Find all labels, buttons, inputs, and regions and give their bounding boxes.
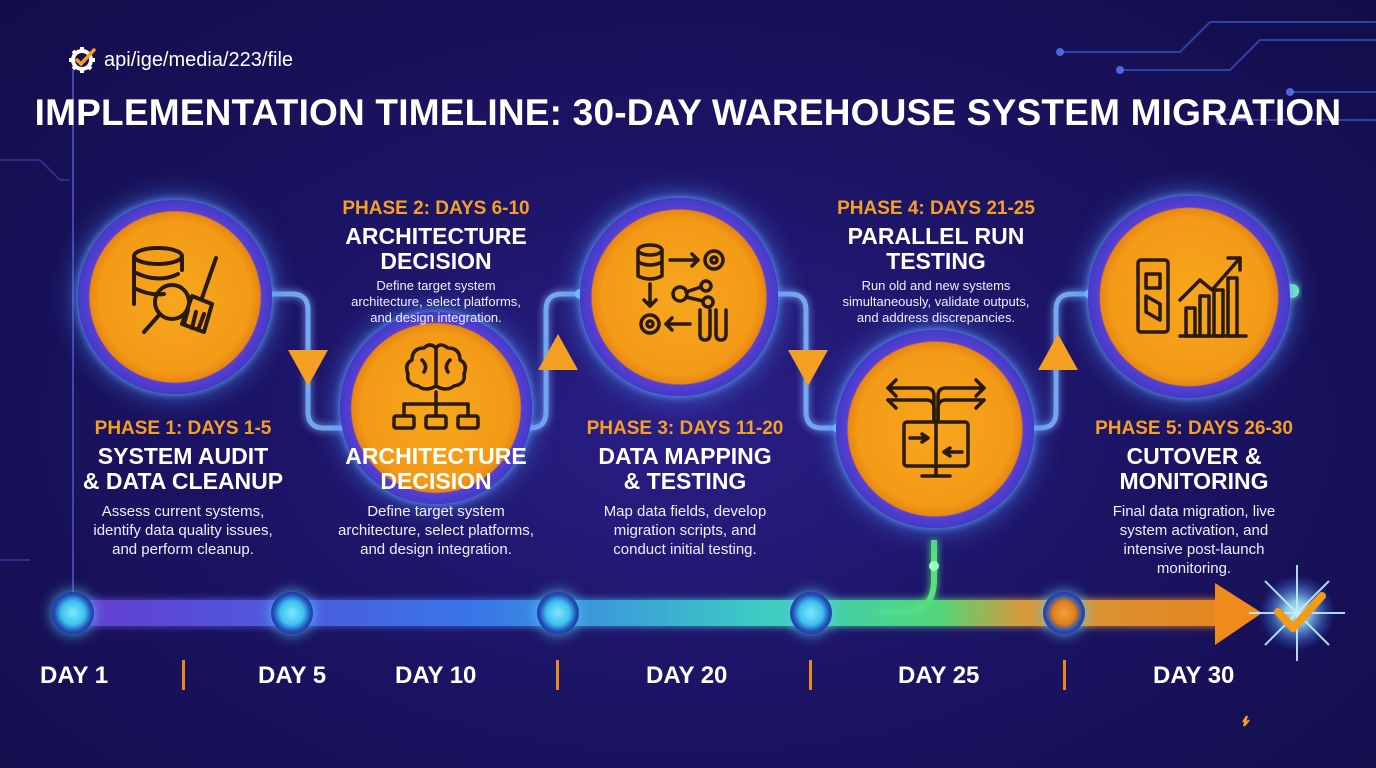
phase-2-desc: and design integration.: [370, 310, 502, 325]
database-search-broom-icon: [132, 246, 218, 334]
phase-5-desc: system activation, and: [1119, 522, 1269, 539]
phase-4-desc: simultaneously, validate outputs,: [842, 294, 1030, 309]
phase-5-desc: monitoring.: [1156, 560, 1232, 577]
day-separator: [556, 660, 559, 690]
phase-2-repeat-title-line2: DECISION: [380, 468, 492, 494]
phase-2-desc: Define target system: [376, 278, 496, 293]
phase-1-title-line1: SYSTEM AUDIT: [97, 443, 269, 469]
phase-2-repeat-text: ARCHITECTURE DECISION Define target syst…: [312, 444, 560, 559]
timeline-node-day-10: [537, 592, 579, 634]
phase-1-desc: Assess current systems,: [101, 503, 265, 520]
phase-2-text: PHASE 2: DAYS 6-10 ARCHITECTURE DECISION…: [312, 198, 560, 326]
gear-check-icon: [69, 47, 96, 73]
phase-5-desc: Final data migration, live: [1112, 503, 1276, 520]
timeline-node-day-25: [1043, 592, 1085, 634]
phase-5-title-line2: MONITORING: [1119, 468, 1269, 494]
switch-growth-chart-icon: [1136, 256, 1248, 338]
day-label-30: DAY 30: [1153, 662, 1235, 689]
day-separator: [809, 660, 812, 690]
timeline-node-day-1: [52, 592, 94, 634]
day-label-1: DAY 1: [40, 662, 109, 689]
phase-2-repeat-desc: and design integration.: [360, 541, 512, 558]
phase-3-text: PHASE 3: DAYS 11-20 DATA MAPPING & TESTI…: [560, 418, 810, 559]
phase-3-desc: migration scripts, and: [613, 522, 757, 539]
phase-2-label: PHASE 2: DAYS 6-10: [342, 198, 530, 219]
phase-4-desc: Run old and new systems: [861, 278, 1011, 293]
phase-2-repeat-title-line1: ARCHITECTURE: [345, 443, 527, 469]
phase-2-repeat-desc: Define target system: [367, 503, 505, 520]
breadcrumb: api/ige/media/223/file: [104, 48, 294, 71]
phase-3-circle: [580, 198, 778, 396]
parallel-screens-icon: [886, 378, 986, 478]
phase-1-desc: identify data quality issues,: [93, 522, 273, 539]
brain-hierarchy-icon: [392, 343, 480, 430]
phase-4-text: PHASE 4: DAYS 21-25 PARALLEL RUN TESTING…: [812, 198, 1060, 326]
phase-1-title-line2: & DATA CLEANUP: [82, 468, 284, 494]
timeline-node-day-20: [790, 592, 832, 634]
phase-4-title-line2: TESTING: [886, 248, 986, 274]
data-mapping-icon: [636, 243, 728, 342]
phase-2-title-line2: DECISION: [380, 248, 492, 274]
phase-1-desc: and perform cleanup.: [112, 541, 254, 558]
phase-4-desc: and address discrepancies.: [856, 310, 1016, 325]
phase-4-label: PHASE 4: DAYS 21-25: [837, 198, 1035, 219]
phase-4-title-line1: PARALLEL RUN: [847, 223, 1025, 249]
day-label-10: DAY 10: [395, 662, 477, 689]
timeline-node-day-5: [271, 592, 313, 634]
phase-2-title-line1: ARCHITECTURE: [345, 223, 527, 249]
phase-2-repeat-desc: architecture, select platforms,: [338, 522, 534, 539]
phase-3-label: PHASE 3: DAYS 11-20: [586, 418, 784, 439]
phase-5-text: PHASE 5: DAYS 26-30 CUTOVER & MONITORING…: [1066, 418, 1322, 578]
phase-5-circle: [1088, 196, 1290, 398]
phase-3-desc: conduct initial testing.: [613, 541, 757, 558]
day-separator: [1063, 660, 1066, 690]
phase-1-text: PHASE 1: DAYS 1-5 SYSTEM AUDIT & DATA CL…: [68, 418, 298, 559]
phase-4-circle: [836, 330, 1034, 528]
phase-3-title-line2: & TESTING: [623, 468, 747, 494]
phase-2-desc: architecture, select platforms,: [351, 294, 521, 309]
day-label-25: DAY 25: [898, 662, 980, 689]
phase-3-desc: Map data fields, develop: [603, 503, 767, 520]
phase-5-title-line1: CUTOVER &: [1126, 443, 1262, 469]
day-label-5: DAY 5: [258, 662, 327, 689]
source-link[interactable]: api/ige/media/223/file: [68, 46, 293, 74]
phase-3-title-line1: DATA MAPPING: [598, 443, 772, 469]
phase-5-label: PHASE 5: DAYS 26-30: [1095, 418, 1293, 439]
day-label-20: DAY 20: [646, 662, 728, 689]
phase-5-desc: intensive post-launch: [1123, 541, 1265, 558]
phase-1-label: PHASE 1: DAYS 1-5: [94, 418, 272, 439]
page-title: IMPLEMENTATION TIMELINE: 30-DAY WAREHOUS…: [34, 92, 1342, 133]
day-separator: [182, 660, 185, 690]
phase-1-circle: [78, 200, 272, 394]
phase-2-circle: [340, 312, 532, 504]
